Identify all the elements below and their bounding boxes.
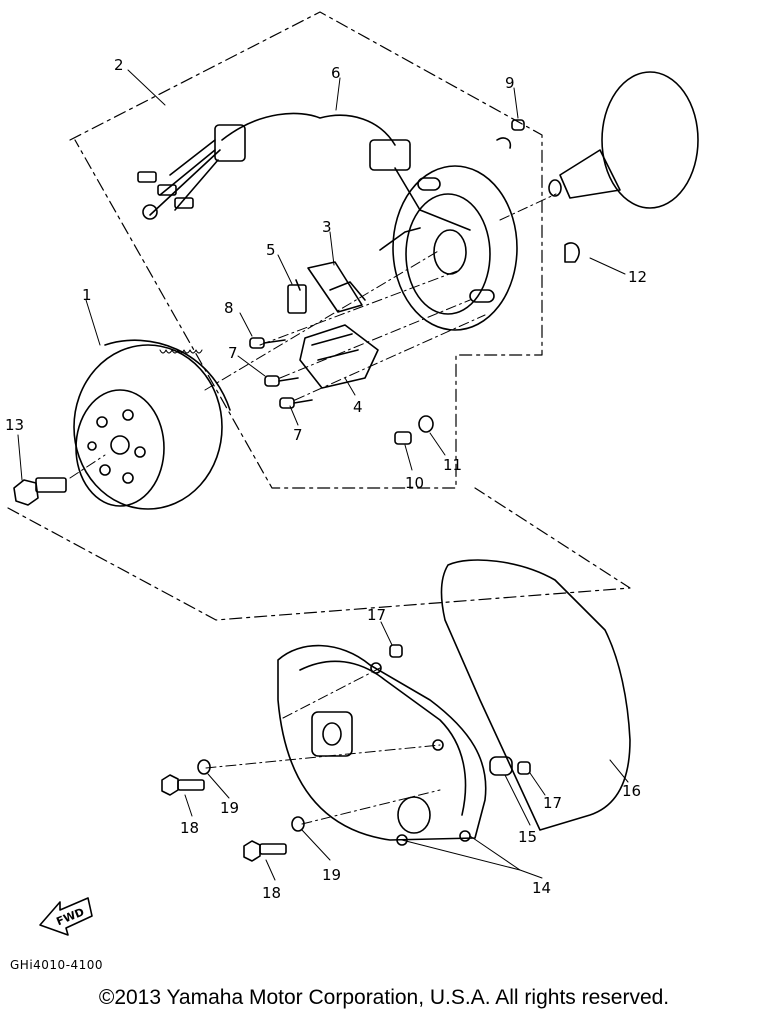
callout-16: 16 [622, 782, 641, 800]
callout-19a: 19 [220, 799, 239, 817]
callout-15: 15 [518, 828, 537, 846]
flywheel-rotor [73, 339, 231, 510]
callout-9: 9 [505, 74, 515, 92]
callout-17a: 17 [367, 606, 386, 624]
pickup-coil [307, 227, 421, 313]
callout-13: 13 [5, 416, 24, 434]
leader-lines [69, 193, 557, 825]
callout-6: 6 [331, 64, 341, 82]
diagram-code: GHi4010-4100 [10, 958, 104, 972]
callout-4: 4 [353, 398, 363, 416]
callout-3: 3 [322, 218, 332, 236]
charge-coil [299, 324, 379, 389]
callout-labels: 1 2 3 4 5 6 7 7 7 8 9 10 11 12 13 14 15 … [5, 56, 647, 928]
dowel-pins [389, 644, 531, 776]
callout-17b: 17 [543, 794, 562, 812]
callout-14: 14 [532, 879, 551, 897]
callout-5: 5 [266, 241, 276, 259]
cover-gasket [440, 559, 631, 831]
flywheel-bolt [13, 477, 67, 506]
copyright-notice: ©2013 Yamaha Motor Corporation, U.S.A. A… [98, 986, 670, 1009]
crankcase-cover [277, 644, 487, 846]
stator-base-plate [392, 165, 518, 331]
callout-19b: 19 [322, 866, 341, 884]
screws [249, 119, 525, 445]
crankshaft-end [548, 71, 699, 263]
callout-1: 1 [82, 286, 92, 304]
stator-assembly-boundary [7, 11, 631, 621]
callout-8: 8 [224, 299, 234, 317]
callout-12: 12 [628, 268, 647, 286]
cover-bolts [161, 759, 305, 862]
coil-bracket [287, 279, 307, 314]
callout-leaders [17, 69, 629, 881]
fwd-arrow-icon [39, 897, 93, 936]
callout-10: 10 [405, 474, 424, 492]
callout-7a: 7 [228, 344, 238, 362]
callout-11: 11 [443, 456, 462, 474]
callout-18a: 18 [180, 819, 199, 837]
callout-18b: 18 [262, 884, 281, 902]
lead-wire-harness [137, 112, 471, 231]
callout-2: 2 [114, 56, 124, 74]
callout-7b: 7 [293, 426, 303, 444]
